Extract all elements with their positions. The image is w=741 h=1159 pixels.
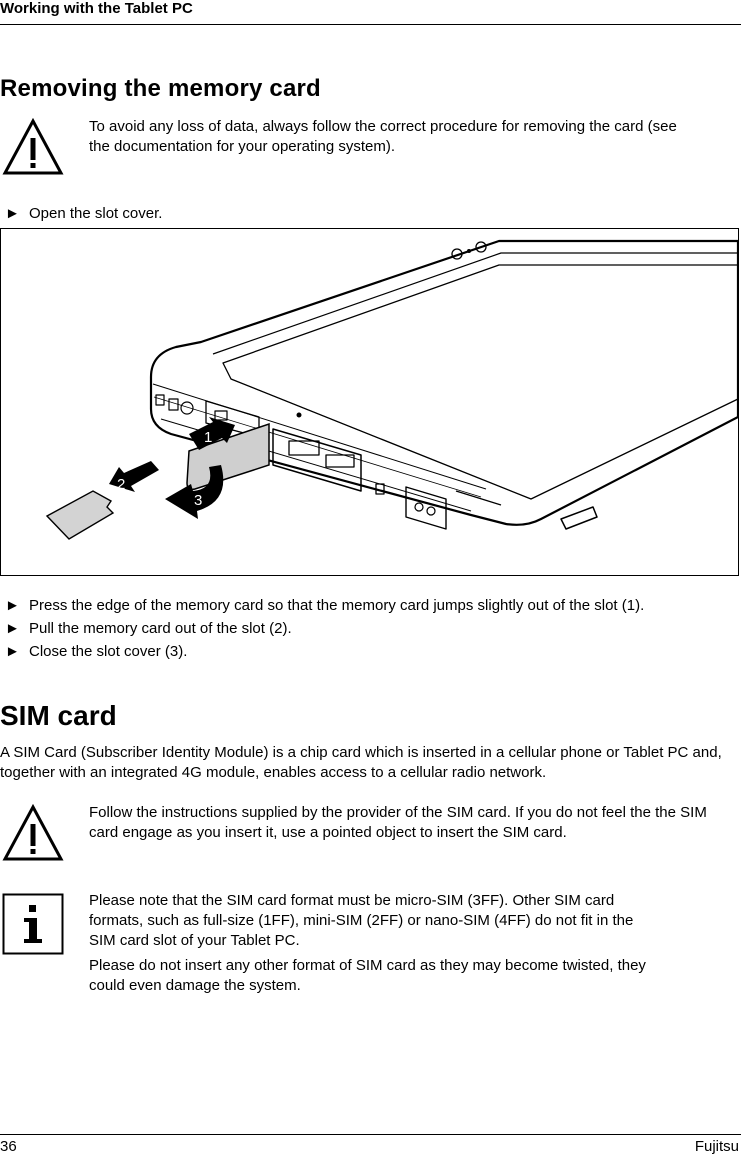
footer-rule xyxy=(0,1134,741,1135)
sim-info-twist-text: Please do not insert any other format of… xyxy=(89,957,646,994)
step-open-slot: ► Open the slot cover. xyxy=(5,205,162,222)
step-text: Close the slot cover (3). xyxy=(29,643,188,660)
warning-triangle-icon xyxy=(2,804,64,861)
callout-3: 3 xyxy=(194,492,202,509)
step-press-edge: ► Press the edge of the memory card so th… xyxy=(5,597,644,614)
sim-intro-text: A SIM Card (Subscriber Identity Module) … xyxy=(0,744,722,781)
tablet-drawing: 1 2 3 xyxy=(45,239,740,540)
step-text: Pull the memory card out of the slot (2)… xyxy=(29,620,292,637)
running-header: Working with the Tablet PC xyxy=(0,0,193,17)
callout-2: 2 xyxy=(117,476,125,493)
bullet-icon: ► xyxy=(5,620,20,637)
step-pull-card: ► Pull the memory card out of the slot (2… xyxy=(5,620,292,637)
memory-warning-text: To avoid any loss of data, always follow… xyxy=(89,118,677,155)
step-text: Open the slot cover. xyxy=(29,205,163,222)
footer-brand: Fujitsu xyxy=(694,1138,739,1155)
bullet-icon: ► xyxy=(5,597,20,614)
bullet-icon: ► xyxy=(5,205,20,222)
tablet-illustration: 1 2 3 xyxy=(0,228,740,576)
section-heading-memory-card: Removing the memory card xyxy=(0,75,321,102)
info-icon xyxy=(2,893,64,955)
sim-info-format-text: Please note that the SIM card format mus… xyxy=(89,892,634,949)
sim-warning-text: Follow the instructions supplied by the … xyxy=(89,804,707,841)
bullet-icon: ► xyxy=(5,643,20,660)
header-rule xyxy=(0,24,741,25)
section-heading-sim-card: SIM card xyxy=(0,700,117,731)
warning-triangle-icon xyxy=(2,118,64,175)
step-text: Press the edge of the memory card so tha… xyxy=(29,597,645,614)
page-number: 36 xyxy=(0,1138,17,1155)
step-close-cover: ► Close the slot cover (3). xyxy=(5,643,187,660)
callout-1: 1 xyxy=(204,429,212,446)
